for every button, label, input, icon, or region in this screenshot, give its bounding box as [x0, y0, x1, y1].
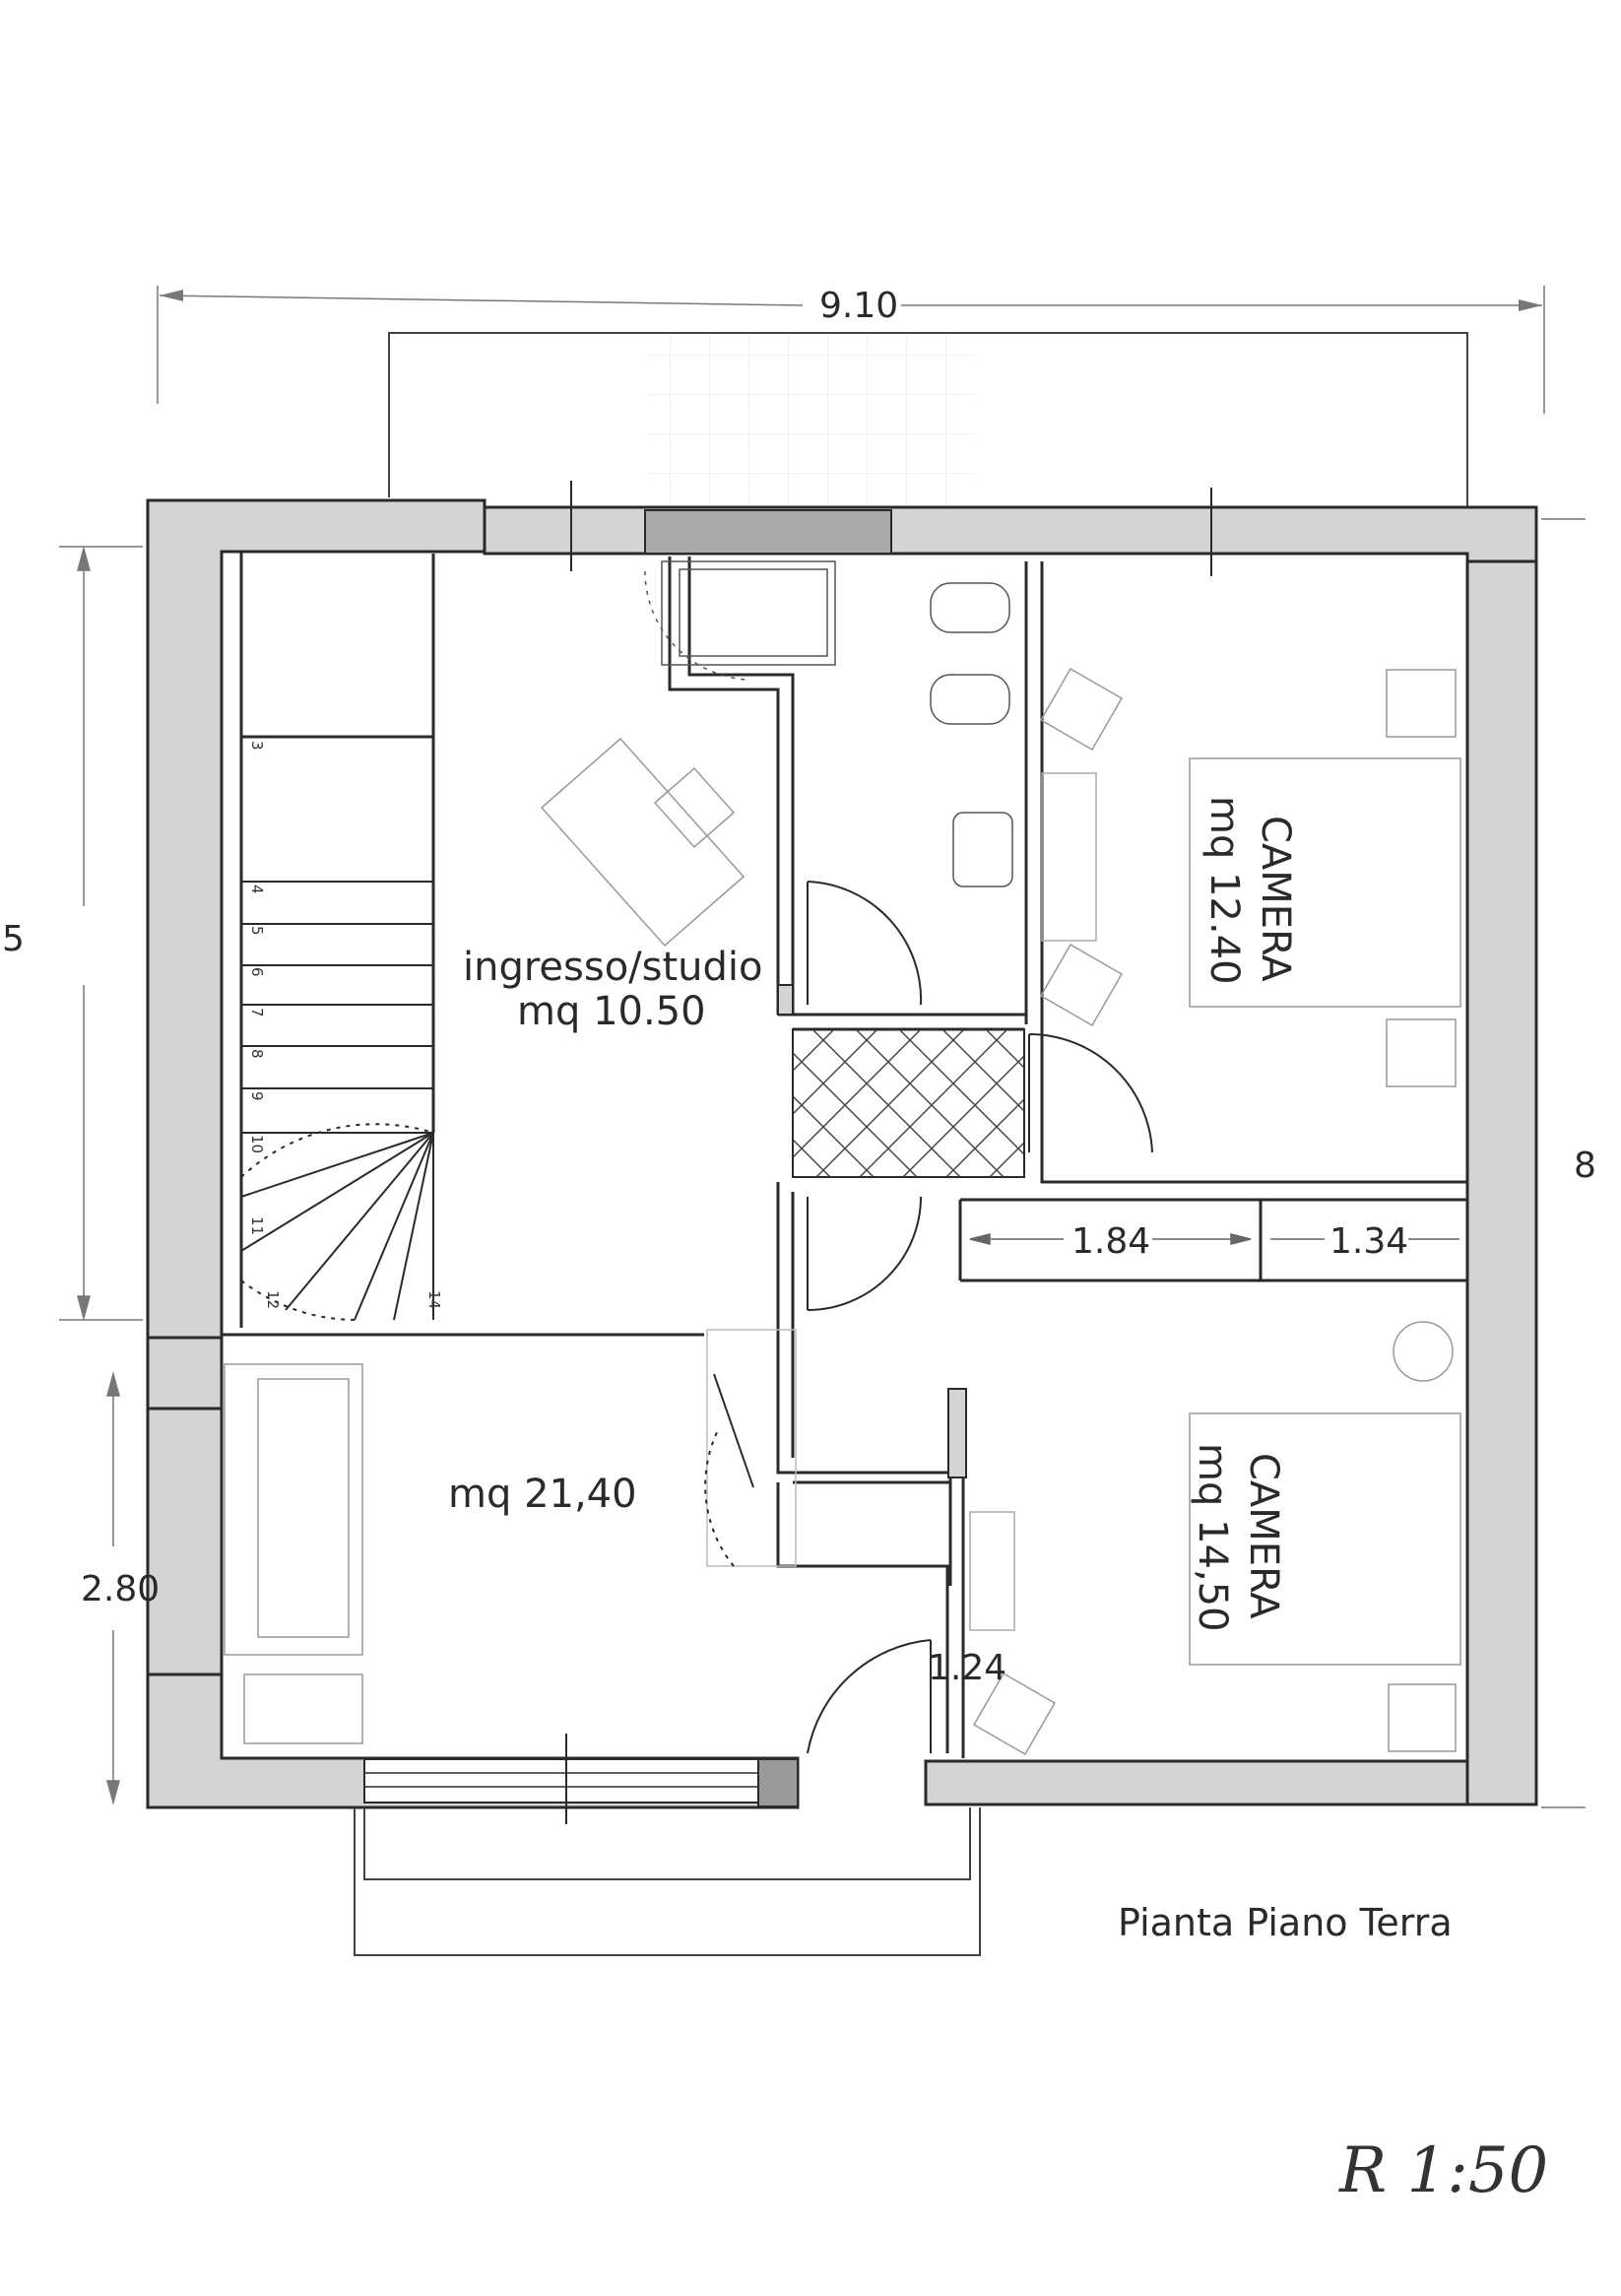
- step-number: 10: [248, 1135, 266, 1153]
- bottom-window: [363, 1758, 759, 1804]
- bottom-terrace-outline: [354, 1807, 981, 1956]
- dimension-overall-width-label: 9.10: [819, 286, 898, 326]
- entry-room-area: mq 10.50: [517, 989, 706, 1034]
- exterior-walls: [146, 498, 1538, 1809]
- dimension-lower-left-label: 2.80: [81, 1569, 160, 1609]
- dimension-right-edge-label: 8: [1574, 1146, 1596, 1186]
- doors: [704, 881, 1153, 1754]
- bedroom2-area: mq 14,50: [1190, 1443, 1235, 1632]
- dimension-door-gap-label: 1.24: [928, 1648, 1006, 1688]
- right-extension-lines: [1541, 518, 1586, 1808]
- wardrobe-partition: [947, 1388, 967, 1478]
- bedroom2-name: CAMERA: [1241, 1453, 1286, 1619]
- dimension-corridor-left-label: 1.84: [1071, 1221, 1150, 1262]
- living-room-area: mq 21,40: [448, 1472, 637, 1517]
- step-number: 12: [264, 1290, 282, 1309]
- staircase: [240, 736, 434, 1321]
- plan-caption: Pianta Piano Terra: [1118, 1901, 1453, 1944]
- scale-note-handwritten: R 1:50: [1338, 2134, 1548, 2207]
- entry-room-name: ingresso/studio: [463, 945, 763, 990]
- bedroom1-name: CAMERA: [1253, 816, 1298, 982]
- dimension-corridor: [969, 1233, 1459, 1245]
- wall-column: [777, 984, 794, 1016]
- top-terrace-outline: [388, 332, 1468, 512]
- step-number: 8: [248, 1049, 266, 1059]
- door-swing-shower: [644, 570, 749, 681]
- dimension-corridor-right-label: 1.34: [1329, 1221, 1408, 1262]
- hallway-tiles: [792, 1028, 1025, 1178]
- top-terrace-tiles: [650, 335, 975, 512]
- dimension-lower-left: [106, 1371, 120, 1805]
- step-number: 14: [425, 1290, 443, 1309]
- dimension-overall-width: 9.10: [157, 286, 1545, 414]
- step-number: 11: [248, 1216, 266, 1235]
- bedroom1-area: mq 12.40: [1201, 796, 1247, 985]
- furniture: [224, 560, 1461, 1756]
- stair-step-numbers: 3 4 5 6 7 8 9 10 11 12 14: [248, 741, 443, 1309]
- step-number: 3: [248, 741, 266, 751]
- step-number: 4: [248, 885, 266, 894]
- step-number: 6: [248, 967, 266, 977]
- dimension-left-height: [59, 546, 143, 1321]
- step-number: 7: [248, 1008, 266, 1017]
- dimension-left-height-label: 5: [2, 919, 25, 959]
- wall-ticks: [565, 481, 1212, 1824]
- step-number: 9: [248, 1091, 266, 1101]
- bottom-terrace-inner: [363, 1807, 971, 1880]
- step-number: 5: [248, 926, 266, 936]
